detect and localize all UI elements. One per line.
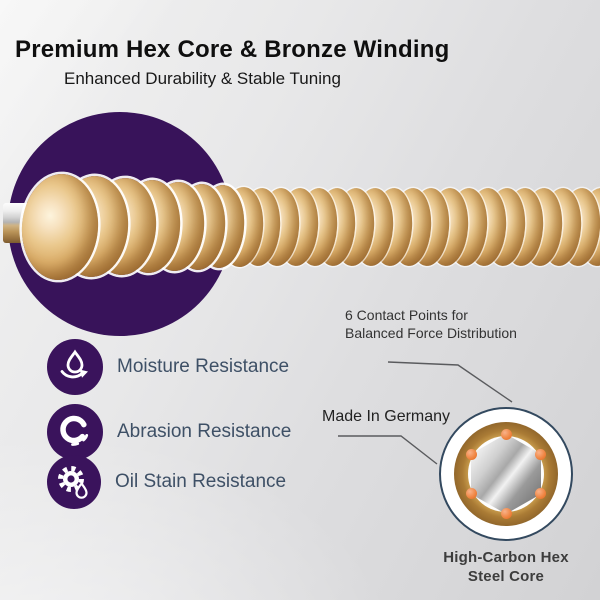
string-coil	[350, 186, 396, 268]
feature-moisture: Moisture Resistance	[47, 339, 289, 395]
string-coil	[444, 186, 490, 268]
contact-point-dot	[500, 429, 512, 440]
string-coil	[256, 186, 302, 268]
string-coil	[388, 186, 434, 268]
contact-point-dot	[534, 488, 546, 500]
droplet-arrow-icon	[60, 349, 88, 379]
feature-oil-stain: Oil Stain Resistance	[47, 455, 286, 509]
string-coil	[294, 186, 340, 268]
feature-abrasion: Abrasion Resistance	[47, 404, 291, 460]
page-title: Premium Hex Core & Bronze Winding	[15, 36, 450, 63]
contact-point-dot	[534, 448, 546, 460]
string-coil	[237, 186, 283, 268]
contact-point-dot	[466, 448, 478, 460]
string-coil	[576, 186, 600, 268]
string-coil	[312, 186, 359, 268]
contact-point-dot	[500, 508, 512, 519]
feature-badge	[47, 339, 103, 395]
core-label-line1: High-Carbon Hex	[443, 549, 569, 566]
feature-label: Moisture Resistance	[117, 356, 290, 377]
contact-points-line2: Balanced Force Distribution	[345, 325, 517, 342]
feature-badge	[47, 455, 101, 509]
string-coil	[519, 186, 565, 268]
string-coil	[538, 186, 584, 268]
gear-droplet-icon	[58, 466, 88, 499]
contact-points-line1: 6 Contact Points for	[345, 307, 468, 323]
feature-label: Oil Stain Resistance	[115, 471, 287, 492]
abrasion-ring-icon	[60, 415, 89, 446]
string-coil	[594, 186, 600, 268]
string-coil	[482, 186, 528, 268]
string-coil	[557, 186, 600, 268]
core-label: High-Carbon Hex Steel Core	[426, 549, 586, 587]
contact-points-callout: 6 Contact Points for Balanced Force Dist…	[345, 306, 517, 342]
page-subtitle: Enhanced Durability & Stable Tuning	[64, 69, 341, 88]
string-coil	[463, 186, 509, 268]
steel-core-bar	[3, 203, 119, 243]
contact-point-dot	[466, 488, 478, 500]
feature-label: Abrasion Resistance	[117, 421, 292, 442]
string-coil	[500, 186, 547, 268]
string-coil	[406, 186, 453, 268]
string-coil	[425, 186, 471, 268]
hex-steel-core	[471, 434, 541, 514]
made-in-germany-callout: Made In Germany	[322, 408, 451, 425]
feature-badge	[47, 404, 103, 460]
string-coil	[369, 186, 415, 268]
string-coil	[275, 186, 321, 268]
core-label-line2: Steel Core	[467, 567, 545, 585]
string-coil	[331, 186, 377, 268]
